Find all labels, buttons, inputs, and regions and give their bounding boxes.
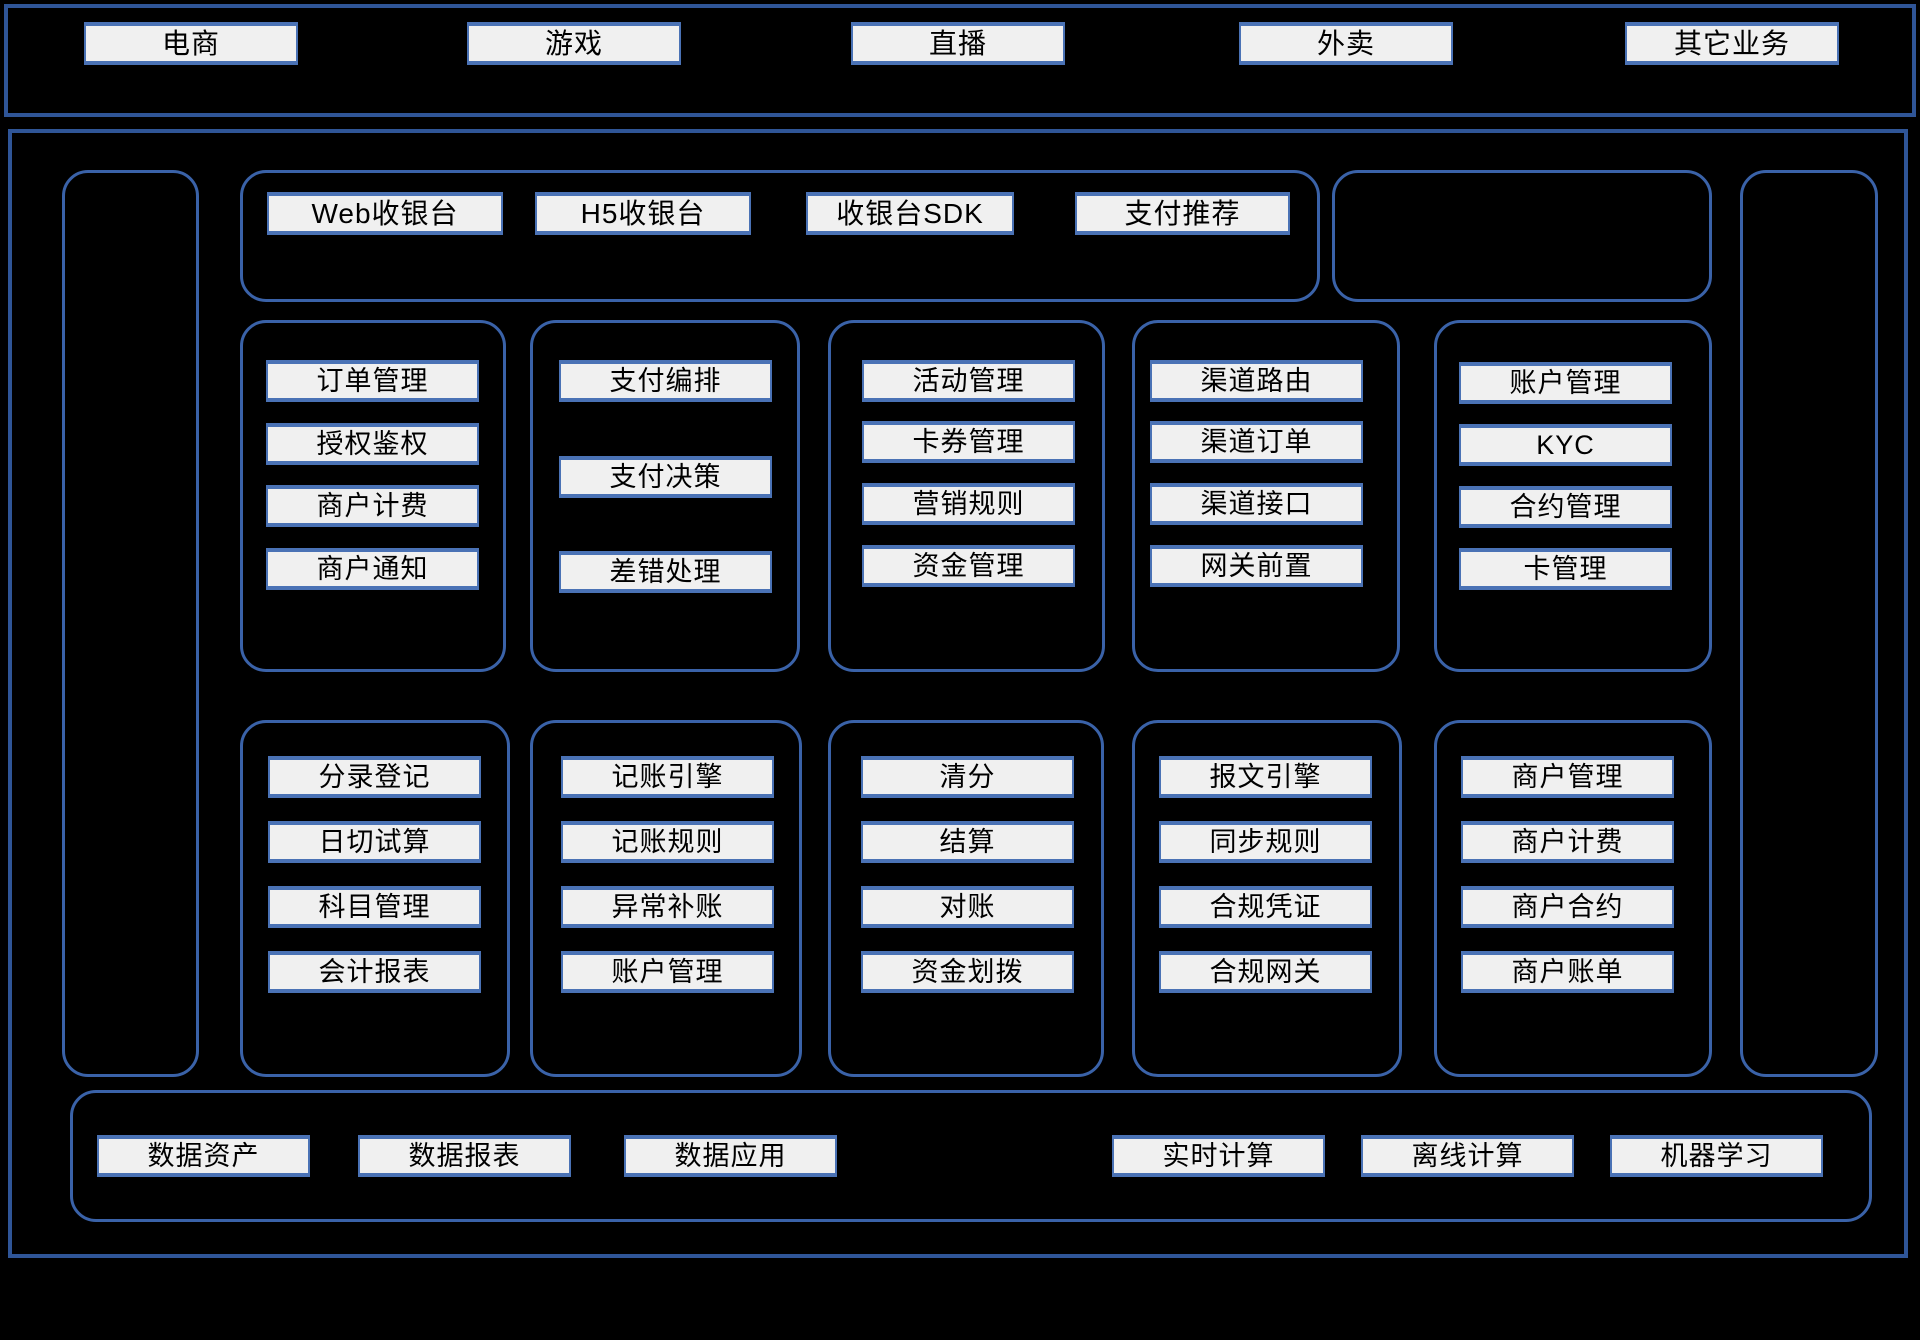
group-merchant bbox=[1434, 720, 1712, 1077]
chip-merchant-3[interactable]: 商户账单 bbox=[1461, 951, 1674, 993]
chip-merchant-0[interactable]: 商户管理 bbox=[1461, 756, 1674, 798]
business-item-3[interactable]: 外卖 bbox=[1239, 22, 1453, 65]
right-rail-group bbox=[1740, 170, 1878, 1077]
chip-accounting-3[interactable]: 会计报表 bbox=[268, 951, 481, 993]
group-payment-core bbox=[530, 320, 800, 672]
chip-compliance-2[interactable]: 合规凭证 bbox=[1159, 886, 1372, 928]
chip-clearing-3[interactable]: 资金划拨 bbox=[861, 951, 1074, 993]
chip-payment-core-1[interactable]: 支付决策 bbox=[559, 456, 772, 498]
chip-trade-3[interactable]: 商户通知 bbox=[266, 548, 479, 590]
chip-marketing-3[interactable]: 资金管理 bbox=[862, 545, 1075, 587]
group-accounting bbox=[240, 720, 510, 1077]
chip-marketing-2[interactable]: 营销规则 bbox=[862, 483, 1075, 525]
chip-data-right-0[interactable]: 实时计算 bbox=[1112, 1135, 1325, 1177]
group-trade bbox=[240, 320, 506, 672]
chip-payment-core-2[interactable]: 差错处理 bbox=[559, 551, 772, 593]
chip-clearing-0[interactable]: 清分 bbox=[861, 756, 1074, 798]
chip-compliance-1[interactable]: 同步规则 bbox=[1159, 821, 1372, 863]
chip-bookkeeping-1[interactable]: 记账规则 bbox=[561, 821, 774, 863]
group-marketing bbox=[828, 320, 1105, 672]
group-channel bbox=[1132, 320, 1400, 672]
chip-payment-core-0[interactable]: 支付编排 bbox=[559, 360, 772, 402]
chip-data-left-2[interactable]: 数据应用 bbox=[624, 1135, 837, 1177]
chip-account-3[interactable]: 卡管理 bbox=[1459, 548, 1672, 590]
chip-channel-1[interactable]: 渠道订单 bbox=[1150, 421, 1363, 463]
chip-account-0[interactable]: 账户管理 bbox=[1459, 362, 1672, 404]
chip-compliance-3[interactable]: 合规网关 bbox=[1159, 951, 1372, 993]
chip-account-1[interactable]: KYC bbox=[1459, 424, 1672, 466]
chip-accounting-1[interactable]: 日切试算 bbox=[268, 821, 481, 863]
group-bookkeeping bbox=[530, 720, 802, 1077]
chip-data-right-2[interactable]: 机器学习 bbox=[1610, 1135, 1823, 1177]
group-clearing bbox=[828, 720, 1104, 1077]
chip-compliance-0[interactable]: 报文引擎 bbox=[1159, 756, 1372, 798]
platform-layer-frame bbox=[8, 129, 1908, 1258]
business-layer-frame bbox=[4, 4, 1916, 117]
access-item-0[interactable]: Web收银台 bbox=[267, 192, 503, 235]
chip-marketing-0[interactable]: 活动管理 bbox=[862, 360, 1075, 402]
business-item-4[interactable]: 其它业务 bbox=[1625, 22, 1839, 65]
chip-accounting-2[interactable]: 科目管理 bbox=[268, 886, 481, 928]
chip-data-left-1[interactable]: 数据报表 bbox=[358, 1135, 571, 1177]
chip-clearing-2[interactable]: 对账 bbox=[861, 886, 1074, 928]
chip-bookkeeping-3[interactable]: 账户管理 bbox=[561, 951, 774, 993]
business-item-2[interactable]: 直播 bbox=[851, 22, 1065, 65]
group-compliance bbox=[1132, 720, 1402, 1077]
access-layer-group bbox=[240, 170, 1320, 302]
access-item-2[interactable]: 收银台SDK bbox=[806, 192, 1014, 235]
chip-channel-3[interactable]: 网关前置 bbox=[1150, 545, 1363, 587]
chip-trade-2[interactable]: 商户计费 bbox=[266, 485, 479, 527]
chip-data-left-0[interactable]: 数据资产 bbox=[97, 1135, 310, 1177]
business-item-1[interactable]: 游戏 bbox=[467, 22, 681, 65]
access-item-3[interactable]: 支付推荐 bbox=[1075, 192, 1290, 235]
chip-accounting-0[interactable]: 分录登记 bbox=[268, 756, 481, 798]
group-account bbox=[1434, 320, 1712, 672]
chip-account-2[interactable]: 合约管理 bbox=[1459, 486, 1672, 528]
access-spare-group bbox=[1332, 170, 1712, 302]
chip-data-right-1[interactable]: 离线计算 bbox=[1361, 1135, 1574, 1177]
chip-bookkeeping-2[interactable]: 异常补账 bbox=[561, 886, 774, 928]
chip-channel-2[interactable]: 渠道接口 bbox=[1150, 483, 1363, 525]
chip-channel-0[interactable]: 渠道路由 bbox=[1150, 360, 1363, 402]
chip-clearing-1[interactable]: 结算 bbox=[861, 821, 1074, 863]
chip-trade-1[interactable]: 授权鉴权 bbox=[266, 423, 479, 465]
business-item-0[interactable]: 电商 bbox=[84, 22, 298, 65]
chip-merchant-1[interactable]: 商户计费 bbox=[1461, 821, 1674, 863]
chip-merchant-2[interactable]: 商户合约 bbox=[1461, 886, 1674, 928]
left-rail-group bbox=[62, 170, 199, 1077]
access-item-1[interactable]: H5收银台 bbox=[535, 192, 751, 235]
chip-bookkeeping-0[interactable]: 记账引擎 bbox=[561, 756, 774, 798]
chip-marketing-1[interactable]: 卡券管理 bbox=[862, 421, 1075, 463]
chip-trade-0[interactable]: 订单管理 bbox=[266, 360, 479, 402]
data-layer-group bbox=[70, 1090, 1872, 1222]
